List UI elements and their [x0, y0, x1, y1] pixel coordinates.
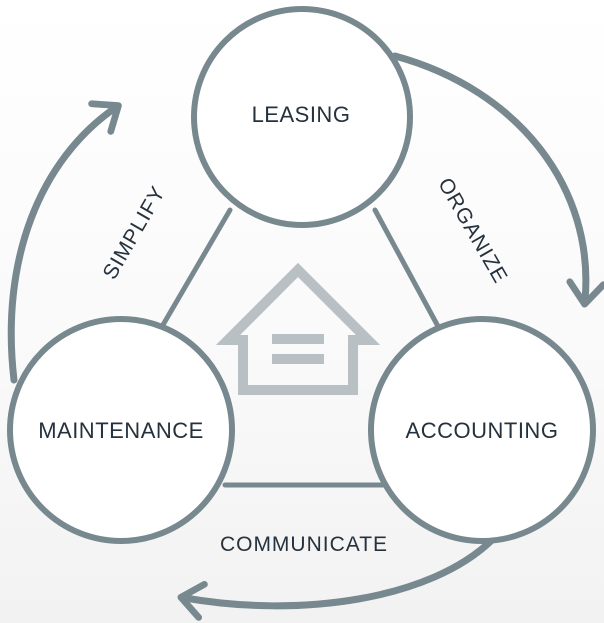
edge-label-simplify: SIMPLIFY: [98, 182, 170, 283]
edge-label-organize: ORGANIZE: [433, 174, 512, 287]
arrow-leasing-to-accounting: [391, 52, 604, 308]
node-maintenance: MAINTENANCE: [7, 316, 235, 544]
edge-label-communicate: COMMUNICATE: [220, 533, 388, 556]
node-accounting: ACCOUNTING: [368, 316, 596, 544]
house-equal-icon: [215, 262, 381, 395]
node-leasing: LEASING: [191, 6, 413, 228]
arrow-accounting-to-maintenance: [177, 536, 496, 621]
cycle-arrows: [7, 52, 604, 621]
connector-lines: [157, 207, 443, 488]
arrow-maintenance-to-leasing: [7, 100, 122, 384]
connector-leasing-maintenance: [157, 207, 233, 333]
node-maintenance-label: MAINTENANCE: [38, 418, 204, 443]
node-leasing-label: LEASING: [252, 102, 351, 127]
connector-leasing-accounting: [372, 207, 443, 333]
node-accounting-label: ACCOUNTING: [406, 418, 559, 443]
